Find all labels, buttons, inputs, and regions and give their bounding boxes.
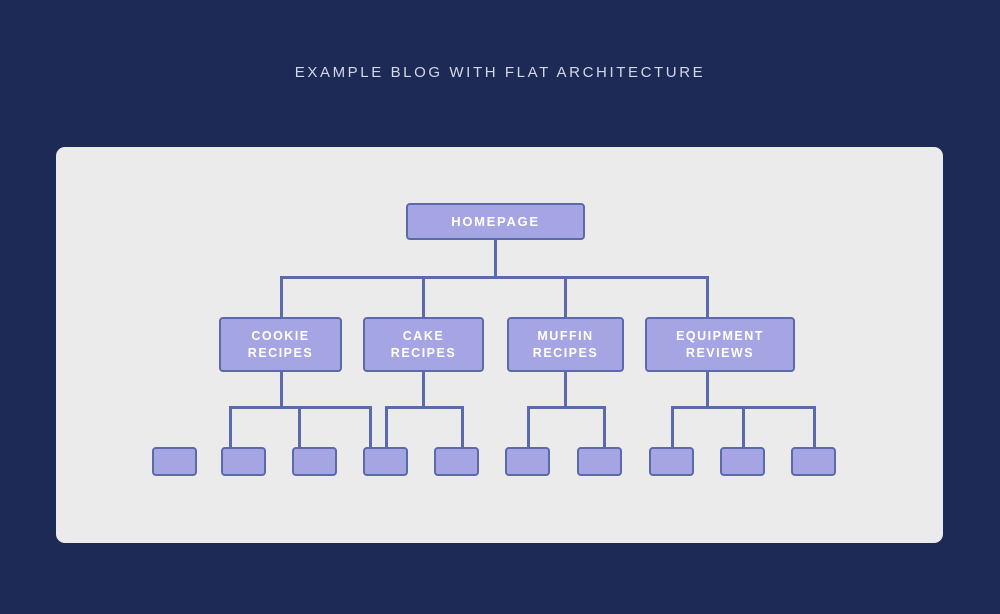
node-leaf-page[interactable] [577,447,622,476]
connector-leaf-drop-2 [298,406,301,448]
connector-leaf-drop-5 [461,406,464,448]
connector-cake-leaf-bar [385,406,461,409]
connector-leaf-drop-6 [527,406,530,448]
connector-cake-stem [422,372,425,408]
connector-root-stem [494,239,497,277]
node-cookie-recipes[interactable]: COOKIE RECIPES [219,317,342,372]
connector-leaf-drop-7 [603,406,606,448]
site-architecture-diagram: HOMEPAGE COOKIE RECIPES CAKE RECIPES MUF… [56,147,943,543]
connector-cookie-stem [280,372,283,408]
connector-leaf-drop-9 [742,406,745,448]
node-leaf-page[interactable] [434,447,479,476]
node-leaf-page[interactable] [363,447,408,476]
node-leaf-page[interactable] [791,447,836,476]
node-cake-recipes[interactable]: CAKE RECIPES [363,317,484,372]
node-leaf-page[interactable] [292,447,337,476]
node-leaf-page[interactable] [505,447,550,476]
node-leaf-page[interactable] [221,447,266,476]
connector-leaf-drop-1 [229,406,232,448]
node-muffin-recipes[interactable]: MUFFIN RECIPES [507,317,624,372]
connector-to-equipment [706,276,709,317]
node-leaf-page[interactable] [649,447,694,476]
node-equipment-reviews[interactable]: EQUIPMENT REVIEWS [645,317,795,372]
connector-leaf-drop-3 [369,406,372,448]
connector-to-cookie [280,276,283,317]
node-leaf-page[interactable] [720,447,765,476]
connector-muffin-leaf-bar [527,406,603,409]
diagram-panel: HOMEPAGE COOKIE RECIPES CAKE RECIPES MUF… [56,147,943,543]
connector-equipment-stem [706,372,709,408]
connector-to-cake [422,276,425,317]
connector-leaf-drop-10 [813,406,816,448]
connector-leaf-drop-4 [385,406,388,448]
connector-level2-bar [280,276,708,279]
connector-leaf-drop-8 [671,406,674,448]
connector-to-muffin [564,276,567,317]
node-leaf-page[interactable] [152,447,197,476]
node-homepage[interactable]: HOMEPAGE [406,203,585,240]
page-title: EXAMPLE BLOG WITH FLAT ARCHITECTURE [294,64,706,81]
connector-muffin-stem [564,372,567,408]
